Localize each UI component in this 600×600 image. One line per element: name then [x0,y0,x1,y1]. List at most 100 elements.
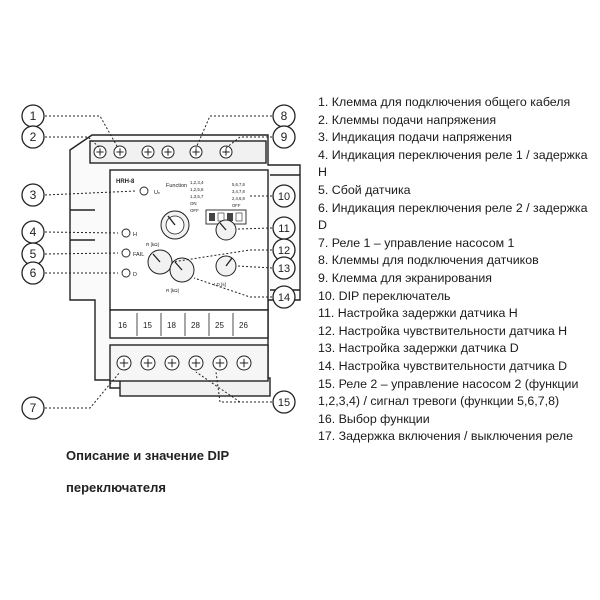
svg-text:5,6,7,8: 5,6,7,8 [232,182,245,187]
power-led [139,186,149,196]
svg-text:1,2,5,6: 1,2,5,6 [190,187,204,192]
terminal-screw-icon [140,355,156,371]
terminal-25: 25 [215,321,224,330]
terminal-screw-icon [161,145,175,159]
function-label: Function [166,183,187,189]
knob-function[interactable] [160,210,190,240]
svg-text:15: 15 [278,397,290,409]
caption-line-2: переключателя [66,480,167,495]
terminal-screw-icon [188,355,204,371]
terminal-screw-icon [141,145,155,159]
legend-item: 7. Реле 1 – управление насосом 1 [318,235,515,250]
svg-text:9: 9 [281,130,288,144]
legend-item: 13. Настройка задержки датчика D [318,341,519,356]
sens-h-label: R [kΩ] [146,242,159,247]
svg-text:3,4,7,8: 3,4,7,8 [232,189,245,194]
svg-text:OFF: OFF [190,208,199,213]
led-d [121,268,131,278]
callout-15: 15 [272,390,296,414]
model-label: HRH-8 [116,179,135,185]
legend-item: 14. Настройка чувствительности датчика D [318,358,568,373]
svg-text:2,4,6,8: 2,4,6,8 [232,196,245,201]
bottom-terminal-labels: 16 15 18 28 25 26 [118,313,248,336]
legend-item: 8. Клеммы для подключения датчиков [318,253,539,268]
callout-10: 10 [272,184,296,208]
svg-text:2: 2 [30,130,37,144]
terminal-screw-icon [113,145,127,159]
callout-8: 8 [272,104,296,128]
legend-item: 5. Сбой датчика [318,182,411,197]
terminal-screw-icon [212,355,228,371]
callouts-right: 8 9 10 11 12 13 14 15 [272,104,296,414]
top-terminal-screws [93,145,233,159]
knob-delay-h[interactable] [215,219,237,241]
legend-item: 17. Задержка включения / выключения реле [318,429,573,444]
callout-11: 11 [272,216,296,240]
svg-text:10: 10 [278,191,290,203]
terminal-screw-icon [236,355,252,371]
callout-6: 6 [21,261,45,285]
svg-text:3: 3 [30,188,37,202]
svg-text:ON: ON [190,201,197,206]
svg-text:11: 11 [278,223,289,235]
svg-text:14: 14 [278,292,290,304]
knob-sensitivity-d[interactable] [169,257,195,283]
led-h-label: H [133,232,137,238]
callout-3: 3 [21,183,45,207]
bottom-terminal-screws [116,355,252,371]
function-table: 1,2,3,4 1,2,5,6 1,3,5,7 ON OFF [190,180,204,213]
callout-4: 4 [21,220,45,244]
callout-7: 7 [21,396,45,420]
terminal-screw-icon [164,355,180,371]
terminal-26: 26 [239,321,248,330]
led-fail [121,248,131,258]
legend-item: 11. Настройка задержки датчика H [318,306,518,321]
terminal-screw-icon [116,355,132,371]
svg-text:7: 7 [30,401,37,415]
knob-sensitivity-h[interactable] [147,249,173,275]
led-fail-label: FAIL [133,252,144,258]
callout-1: 1 [21,104,45,128]
legend-item: 3. Индикация подачи напряжения [318,130,512,145]
terminal-18: 18 [167,321,176,330]
dip-switch[interactable] [205,209,247,225]
caption-line-1: Описание и значение DIP [66,448,230,463]
led-d-label: D [133,272,137,278]
svg-text:12: 12 [278,245,290,257]
terminal-screw-icon [93,145,107,159]
svg-text:8: 8 [281,109,288,123]
led-h [121,228,131,238]
svg-text:6: 6 [30,266,37,280]
power-led-label: Uₙ [154,190,160,196]
terminal-16: 16 [118,321,127,330]
svg-text:13: 13 [278,263,290,275]
svg-text:OFF: OFF [232,203,241,208]
sens-d-label: R [kΩ] [166,288,179,293]
svg-text:1: 1 [30,109,37,123]
legend-item: 16. Выбор функции [318,411,430,426]
terminal-15: 15 [143,321,152,330]
legend-item: 1. Клемма для подключения общего кабеля [318,95,571,109]
dip-table: 5,6,7,8 3,4,7,8 2,4,6,8 OFF [232,182,245,208]
legend-item: 10. DIP переключатель [318,288,451,303]
svg-text:5: 5 [30,247,37,261]
legend-item: 15. Реле 2 – управление насосом 2 (функц… [318,376,579,409]
delay-d-label: t D [s] [214,282,226,287]
leader-lines [44,115,273,409]
callout-2: 2 [21,125,45,149]
svg-text:1,3,5,7: 1,3,5,7 [190,194,204,199]
svg-text:1,2,3,4: 1,2,3,4 [190,180,204,185]
terminal-screw-icon [189,145,203,159]
callout-9: 9 [272,125,296,149]
legend-item: 12. Настройка чувствительности датчика H [318,323,568,338]
callouts-left: 1 2 3 4 5 6 7 [21,104,45,420]
legend-item: 9. Клемма для экранирования [318,270,492,285]
terminal-28: 28 [191,321,200,330]
legend-item: 4. Индикация переключения реле 1 / задер… [318,147,588,180]
svg-text:4: 4 [30,225,37,239]
knob-delay-d[interactable] [215,255,237,277]
terminal-screw-icon [219,145,233,159]
legend-list: 1. Клемма для подключения общего кабеля … [318,94,594,446]
legend-item: 6. Индикация переключения реле 2 / задер… [318,200,588,233]
